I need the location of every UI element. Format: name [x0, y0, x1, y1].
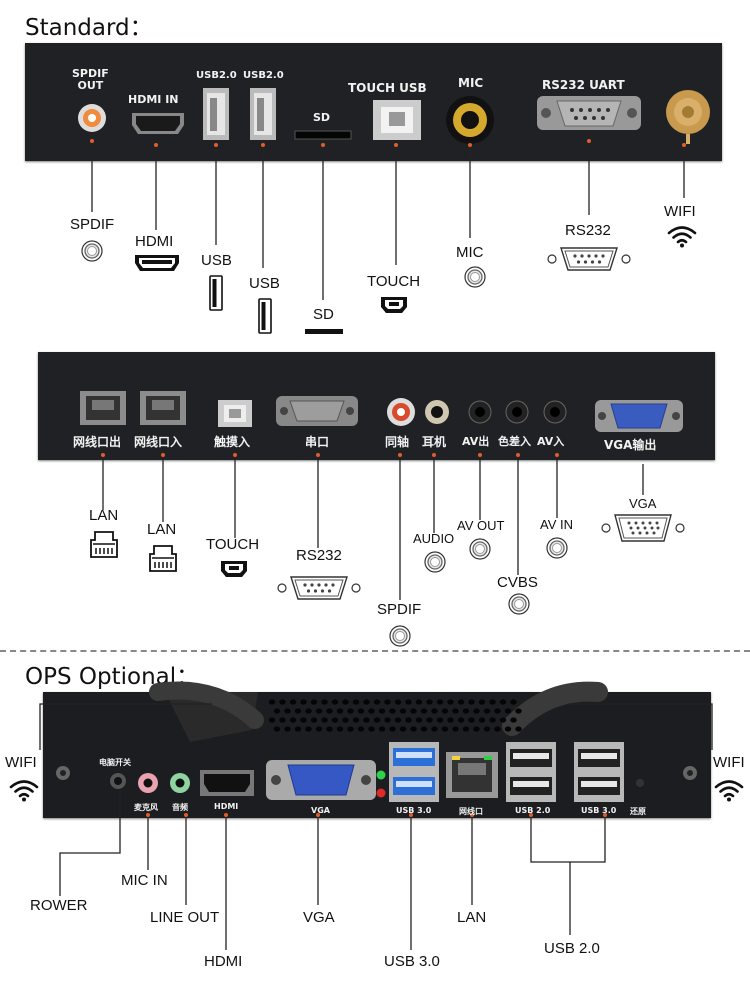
panel1-leader-lines	[91, 141, 685, 300]
callout-lan-a: LAN	[89, 507, 119, 524]
callout-usb-b: USB	[249, 275, 280, 292]
callout-cvbs: CVBS	[497, 574, 538, 591]
callout-ops-usb20: USB 2.0	[544, 940, 600, 957]
p2-label-earphone: 耳机	[422, 435, 447, 449]
usb-callout-icon-a	[209, 275, 223, 311]
section-divider	[0, 650, 750, 652]
callout-touch: TOUCH	[367, 273, 421, 290]
p1-label-spdif-out: SPDIF OUT	[72, 67, 109, 92]
callout-touch-2: TOUCH	[206, 536, 260, 553]
p1-label-usb20-b: USB2.0	[243, 70, 284, 81]
lan-callout-icon-a	[90, 531, 118, 558]
callout-av-in: AV IN	[540, 517, 573, 532]
p2-label-av-out: AV出	[462, 435, 490, 448]
standard-title: Standard：	[25, 15, 153, 41]
mic-callout-icon	[464, 266, 486, 288]
p1-label-sd: SD	[313, 111, 331, 124]
lan-callout-icon-b	[149, 545, 177, 572]
callout-spdif-2: SPDIF	[377, 601, 422, 618]
audio-callout-icon	[424, 551, 446, 573]
p3-label-usb30: USB 3.0	[396, 806, 432, 815]
vga-callout-icon	[601, 514, 685, 542]
spdif-callout-icon	[81, 240, 103, 262]
touch-callout-icon	[381, 297, 407, 313]
p3-label-usb20-b: USB 3.0	[581, 806, 617, 815]
usb-callout-icon-b	[258, 298, 272, 334]
p3-label-mic: 麦克风	[134, 803, 158, 812]
callout-rs232-2: RS232	[296, 547, 342, 564]
callout-av-out: AV OUT	[457, 518, 505, 533]
p2-label-av-in: AV入	[537, 435, 565, 448]
panel2-leader-dots	[101, 453, 559, 457]
p1-label-rs232-uart: RS232 UART	[542, 78, 625, 92]
p1-label-hdmi-in: HDMI IN	[128, 93, 179, 106]
av-out-callout-icon	[469, 538, 491, 560]
callout-ops-usb30: USB 3.0	[384, 953, 440, 970]
callout-wifi: WIFI	[664, 203, 696, 220]
callout-ops-vga: VGA	[303, 909, 335, 926]
touch-callout-icon-2	[221, 561, 247, 577]
rs232-callout-icon	[547, 247, 631, 271]
callout-lan-b: LAN	[147, 521, 177, 538]
p3-label-lan: 网线口	[459, 807, 483, 816]
p1-label-usb20-a: USB2.0	[196, 70, 237, 81]
ops-leader-dots	[146, 813, 607, 817]
panel1-leader-dots	[90, 139, 686, 147]
p1-label-touch-usb: TOUCH USB	[348, 81, 427, 95]
p2-label-color-diff: 色差入	[498, 435, 531, 448]
p2-label-vga-out: VGA输出	[604, 438, 657, 452]
callout-audio: AUDIO	[413, 531, 455, 546]
wifi-callout-icon	[667, 226, 697, 248]
callout-usb-a: USB	[201, 252, 232, 269]
ops-wifi-left-icon	[9, 780, 39, 802]
p1-label-mic: MIC	[458, 76, 484, 90]
p2-label-lan-in: 网线口入	[134, 435, 183, 449]
p2-label-serial: 串口	[305, 435, 330, 449]
panel2-leader-lines	[102, 455, 644, 600]
p3-label-reset: 还原	[630, 807, 646, 816]
p2-label-touch-in: 触摸入	[214, 435, 251, 449]
p2-label-lan-out: 网线口出	[73, 435, 122, 449]
sd-callout-icon	[305, 329, 343, 334]
p2-label-coax: 同轴	[385, 435, 410, 449]
panel2-ports	[80, 391, 683, 432]
ops-panel-hardware	[56, 681, 697, 802]
callout-rs232: RS232	[565, 222, 611, 239]
p3-label-usb20-a: USB 2.0	[515, 806, 551, 815]
p3-label-hdmi: HDMI	[214, 802, 239, 811]
callout-ops-mic-in: MIC IN	[121, 872, 168, 889]
rs232-callout-icon-2	[277, 576, 361, 600]
p3-label-power-switch: 电脑开关	[99, 758, 131, 767]
callout-spdif: SPDIF	[70, 216, 115, 233]
callout-mic: MIC	[456, 244, 484, 261]
p3-label-vga: VGA	[311, 806, 330, 815]
ops-leader-lines	[39, 703, 713, 950]
callout-ops-wifi-right: WIFI	[713, 754, 745, 771]
callout-ops-power: ROWER	[30, 897, 88, 914]
spdif-callout-icon-2	[389, 625, 411, 647]
p3-label-audio: 音频	[172, 803, 188, 812]
callout-ops-wifi-left: WIFI	[5, 754, 37, 771]
callout-ops-hdmi: HDMI	[204, 953, 243, 970]
cvbs-callout-icon	[508, 593, 530, 615]
hdmi-callout-icon	[135, 255, 179, 271]
callout-hdmi: HDMI	[135, 233, 174, 250]
av-in-callout-icon	[546, 537, 568, 559]
ops-wifi-right-icon	[714, 780, 744, 802]
callout-ops-line-out: LINE OUT	[150, 909, 220, 926]
callout-sd: SD	[313, 306, 334, 323]
panel1-ports	[78, 88, 710, 144]
callout-ops-lan: LAN	[457, 909, 487, 926]
callout-vga: VGA	[629, 496, 657, 511]
